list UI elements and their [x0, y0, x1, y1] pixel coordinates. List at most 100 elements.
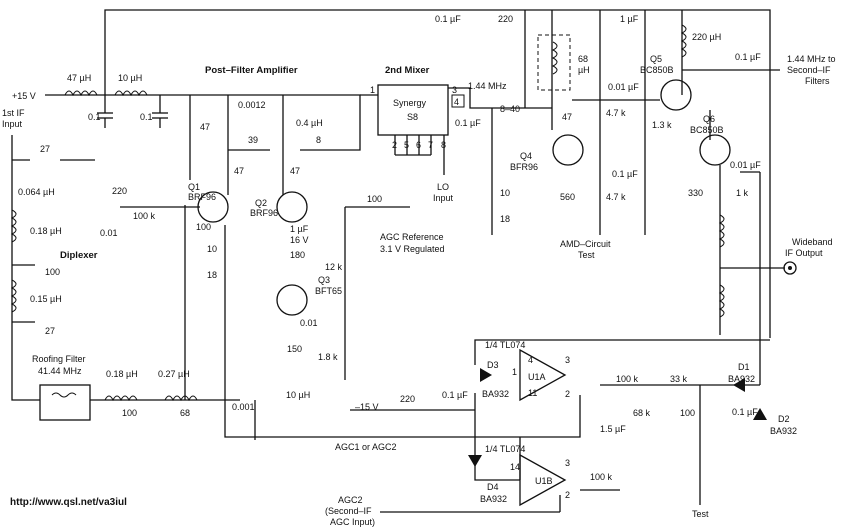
- label-c01e: 0.1 µF: [442, 390, 468, 400]
- label-r18-a: 18: [207, 270, 217, 280]
- label-u1a: U1A: [528, 372, 546, 382]
- label-first-if: 1st IF: [2, 108, 25, 118]
- label-r47c: 47: [290, 166, 300, 176]
- label-c100a: 100: [45, 267, 60, 277]
- wire-diplexer-left: [11, 135, 40, 401]
- diode-d3: [480, 368, 492, 382]
- label-c27: 27: [45, 326, 55, 336]
- label-q2-type: BRF96: [250, 208, 278, 218]
- label-amd2: Test: [578, 250, 595, 260]
- label-r100-c: 100: [367, 194, 382, 204]
- label-c1utop: 1 µF: [620, 14, 639, 24]
- label-r47d: 47: [562, 112, 572, 122]
- label-ind68u2: µH: [578, 65, 590, 75]
- label-c001-b: 0.01: [300, 318, 318, 328]
- label-r33k: 33 k: [670, 374, 688, 384]
- label-lo2: Input: [433, 193, 454, 203]
- cap-decouple-b: [152, 95, 168, 128]
- label-out: 1.44 MHz to: [787, 54, 836, 64]
- inductor-47uh: [64, 90, 98, 97]
- roofing-filter-box: [39, 384, 91, 421]
- label-lo: LO: [437, 182, 449, 192]
- label-r27: 27: [40, 144, 50, 154]
- label-minus15: –15 V: [355, 402, 379, 412]
- label-q1-type: BRF96: [188, 192, 216, 202]
- label-wideband2: IF Output: [785, 248, 823, 258]
- label-s8: S8: [407, 112, 418, 122]
- label-roofing-freq: 41.44 MHz: [38, 366, 82, 376]
- label-ind04u: 0.4 µH: [296, 118, 323, 128]
- wideband-connector: [783, 261, 797, 275]
- label-r100d: 100: [680, 408, 695, 418]
- label-c01f: 0.1 µF: [732, 407, 758, 417]
- label-pin11: 11: [528, 388, 537, 398]
- label-agc2: AGC2: [338, 495, 363, 505]
- label-c220top: 220: [498, 14, 513, 24]
- diode-d4: [468, 455, 482, 467]
- label-r10b: 10: [500, 188, 510, 198]
- label-c01c: 0.1 µF: [612, 169, 638, 179]
- label-ind015: 0.15 µH: [30, 294, 62, 304]
- label-c1u: 1 µF: [290, 224, 309, 234]
- inductor-018-b: [104, 395, 138, 402]
- label-ind47u: 47 µH: [67, 73, 91, 83]
- label-pin6: 6: [416, 140, 421, 150]
- label-c0012: 0.0012: [238, 100, 266, 110]
- label-q6-type: BC850B: [690, 125, 724, 135]
- diode-d1: [733, 378, 745, 392]
- wire-top-rail: [104, 9, 771, 338]
- label-d1-type: BA932: [728, 374, 755, 384]
- inductor-015: [10, 279, 17, 313]
- wire-mixer-out: [448, 87, 492, 109]
- label-r18b: 18: [500, 214, 510, 224]
- label-agc12: AGC1 or AGC2: [335, 442, 397, 452]
- label-u1b: U1B: [535, 476, 553, 486]
- label-d2-type: BA932: [770, 426, 797, 436]
- label-r47b: 47: [234, 166, 244, 176]
- label-c01top: 0.1 µF: [435, 14, 461, 24]
- label-wideband: Wideband: [792, 237, 833, 247]
- label-mix-freq: 1.44 MHz: [468, 81, 507, 91]
- label-amd: AMD–Circuit: [560, 239, 611, 249]
- mixer-box: [377, 84, 449, 136]
- label-q1: Q1: [188, 182, 200, 192]
- label-agc2b: (Second–IF: [325, 506, 372, 516]
- label-pin3: 3: [452, 85, 457, 95]
- output-transformer-bot: [718, 284, 725, 318]
- label-r47a: 47: [200, 122, 210, 132]
- label-c01d: 0.1 µF: [735, 52, 761, 62]
- label-agc-ref2: 3.1 V Regulated: [380, 244, 445, 254]
- q2-transistor: [276, 191, 308, 223]
- label-tl074b: 1/4 TL074: [485, 444, 525, 454]
- source-url: http://www.qsl.net/va3iul: [10, 497, 127, 508]
- q5-transistor: [660, 79, 692, 111]
- label-q4-type: BFR96: [510, 162, 538, 172]
- label-agc-ref: AGC Reference: [380, 232, 444, 242]
- label-ind68u: 68: [578, 54, 588, 64]
- label-c001d: 0.01 µF: [730, 160, 761, 170]
- inductor-68uh: [551, 41, 558, 75]
- label-r100-b: 100: [196, 222, 211, 232]
- label-d3: D3: [487, 360, 499, 370]
- label-diplexer: Diplexer: [60, 250, 98, 261]
- cap-decouple-a: [97, 95, 113, 128]
- components: [10, 24, 797, 507]
- tank-shield: [537, 34, 571, 91]
- label-ind018b: 0.18 µH: [106, 369, 138, 379]
- label-d3-type: BA932: [482, 389, 509, 399]
- label-r330: 330: [688, 188, 703, 198]
- label-c840: 8–40: [500, 104, 520, 114]
- label-pin3c: 3: [565, 458, 570, 468]
- label-pin4: 4: [454, 97, 459, 107]
- label-q5: Q5: [650, 54, 662, 64]
- opamp-u1a: [519, 348, 567, 402]
- label-d4-type: BA932: [480, 494, 507, 504]
- inductor-220uh: [680, 24, 687, 58]
- label-pin2b: 2: [565, 389, 570, 399]
- label-r13k: 1.3 k: [652, 120, 672, 130]
- wire-agc: [224, 225, 581, 438]
- roofing-filter-symbol: [51, 392, 77, 398]
- inductor-10uh: [114, 90, 148, 97]
- label-cap01b: 0.1: [140, 112, 153, 122]
